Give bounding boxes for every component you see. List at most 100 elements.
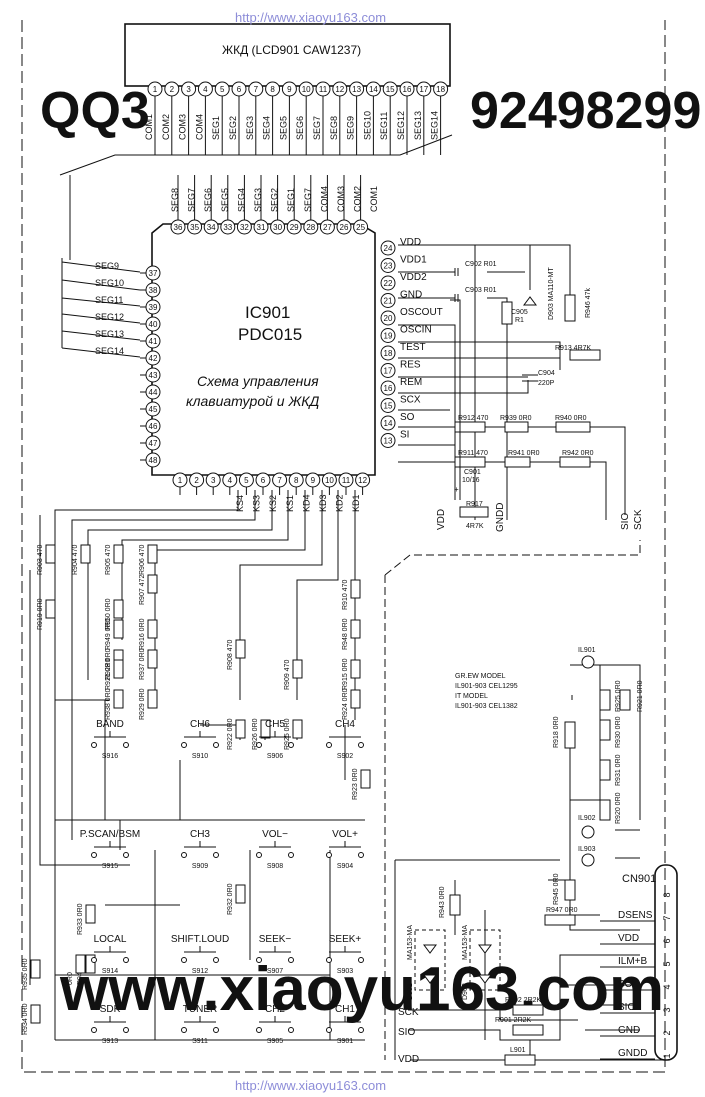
ic-top-pin-num: 31 — [257, 223, 266, 232]
lcd-pin-num: 2 — [170, 85, 175, 94]
key-resistor — [147, 689, 158, 709]
lcd-pin — [416, 81, 432, 97]
ic-left-pin-num: 38 — [149, 286, 158, 295]
switch-ref: S915 — [102, 863, 118, 870]
ic-bottom-pin-num: 9 — [311, 476, 316, 485]
ic-bottom-signal: KD3 — [318, 494, 328, 512]
switch-s908: VOL−S908 — [256, 829, 294, 870]
switch-contact — [181, 1027, 187, 1033]
ic-left-pin — [145, 452, 161, 468]
illum-sio: SIO — [398, 1027, 415, 1038]
lcd-pin — [332, 81, 348, 97]
key-resistor-label: R944 — [77, 968, 84, 985]
d901-label: D901 — [407, 983, 414, 1000]
lcd-pin — [214, 81, 230, 97]
ic-box — [151, 223, 376, 476]
switch-actuator — [259, 946, 291, 953]
switch-contact — [91, 742, 97, 748]
key-resistor-label: R915 0R0 — [342, 658, 349, 690]
key-resistor — [113, 689, 124, 709]
r946-label: R946 47k — [585, 288, 592, 318]
il901-label: IL901 — [578, 647, 596, 654]
key-resistor — [235, 639, 246, 659]
key-resistor — [360, 769, 371, 789]
switch-ref: S907 — [267, 968, 283, 975]
key-resistor-label: R932 0R0 — [227, 883, 234, 915]
switch-label: CH4 — [335, 719, 355, 730]
ic-right-pin — [380, 380, 396, 396]
ic-top-pin — [170, 219, 186, 235]
ic-right-signal: OSCOUT — [400, 307, 443, 318]
ic-top-pin — [203, 219, 219, 235]
ic-top-signal: SEG6 — [203, 188, 213, 212]
key-resistor — [147, 619, 158, 639]
r917-label: R917 — [466, 501, 483, 508]
ic-right-signal: SI — [400, 430, 409, 441]
ic-bottom-pin — [222, 472, 238, 488]
ic-top-pin-num: 28 — [306, 223, 315, 232]
illum-note3: IT MODEL — [455, 693, 488, 700]
ic-bottom-pin — [338, 472, 354, 488]
lcd-signal-label: SEG6 — [295, 116, 305, 140]
switch-contact — [256, 742, 262, 748]
ic-right-pin — [380, 293, 396, 308]
ic-top-pin-num: 27 — [323, 223, 332, 232]
switch-actuator — [184, 841, 216, 848]
ic-right-signal: RES — [400, 360, 421, 371]
ic-top-pin-num: 34 — [207, 223, 216, 232]
key-resistor-label: R924 0R0 — [342, 688, 349, 720]
cn901-signal: VDD — [618, 933, 639, 944]
switch-ref: S908 — [267, 863, 283, 870]
switch-ref: S913 — [102, 1038, 118, 1045]
ic-top-pin-num: 35 — [190, 223, 199, 232]
ic-top-pin-num: 33 — [223, 223, 232, 232]
ic-right-pin — [380, 310, 396, 326]
left-seg-bus — [61, 258, 141, 358]
ic-right-pin-num: 24 — [384, 244, 393, 253]
ic-left-pin-num: 39 — [149, 303, 158, 312]
ic-top-pin-num: 36 — [174, 223, 183, 232]
key-resistor-label: R934 0R0 — [22, 1003, 29, 1035]
ic-right-pin-num: 22 — [384, 279, 393, 288]
illum-network — [394, 655, 665, 1066]
c902-label: C902 R01 — [465, 261, 497, 268]
switch-contact — [181, 852, 187, 858]
switch-contact — [326, 957, 332, 963]
ic-bottom-pin-num: 7 — [277, 476, 282, 485]
key-resistor — [235, 884, 246, 904]
ic-left-pin — [145, 316, 161, 332]
r920-label: R920 0R0 — [615, 792, 622, 824]
ic-right-pin-num: 18 — [384, 349, 393, 358]
lcd-pin — [349, 81, 365, 97]
lcd-signal-label: SEG5 — [278, 116, 288, 140]
ic-left-pin — [145, 282, 161, 298]
lcd-pin-num: 13 — [352, 85, 361, 94]
ic-left-pin — [145, 333, 161, 349]
lcd-pin-num: 6 — [237, 85, 242, 94]
switch-label: LOCAL — [94, 934, 127, 945]
ic-top-signal: SEG7 — [187, 188, 197, 212]
key-resistor — [45, 599, 56, 619]
switch-contact — [213, 742, 219, 748]
ic-right-signal: VDD2 — [400, 272, 427, 283]
key-resistor — [350, 689, 361, 709]
ic-right-pin-num: 21 — [384, 297, 393, 306]
switch-contact — [181, 742, 187, 748]
ic-top-pin — [187, 219, 203, 235]
key-resistor-label: R949 0R0 — [105, 618, 112, 650]
cn901-pin-num: 5 — [662, 961, 672, 966]
cn901-pin-num: 1 — [662, 1053, 672, 1058]
switch-contact — [358, 742, 364, 748]
switch-ref: S901 — [337, 1038, 353, 1045]
switch-ref: S904 — [337, 863, 353, 870]
switch-contact — [91, 852, 97, 858]
ic-bottom-pin — [238, 472, 254, 488]
illum-note4: IL901-903 CEL1382 — [455, 703, 518, 710]
switch-contact — [181, 957, 187, 963]
switch-contact — [326, 742, 332, 748]
ic-bottom-pin — [272, 472, 288, 488]
